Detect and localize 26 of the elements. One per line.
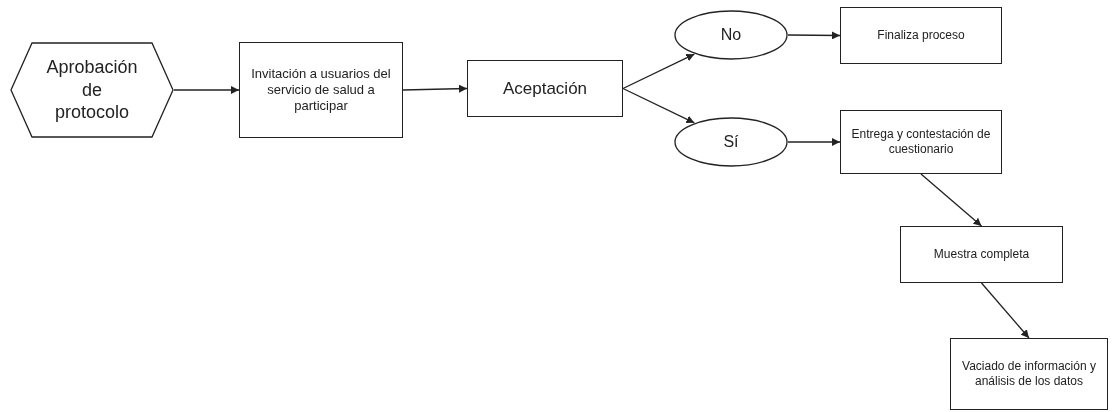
decision-ellipse (674, 117, 788, 167)
arrow (787, 31, 841, 40)
arrow (173, 86, 240, 94)
node-label: Sí (723, 132, 739, 152)
node-label: Entrega y contestación de cuestionario (850, 127, 992, 157)
node-label: Vaciado de información y análisis de los datos (961, 359, 1097, 389)
node-label: Finaliza proceso (877, 28, 965, 43)
start-hexagon (10, 42, 174, 138)
arrow (402, 84, 468, 93)
process-box (239, 42, 403, 138)
arrow (980, 282, 1030, 339)
process-box (900, 226, 1063, 283)
node-label: Invitación a usuarios del servicio de salud a participar (250, 65, 392, 115)
node-label: Aprobación de protocolo (45, 56, 139, 124)
arrow (622, 87, 695, 124)
process-box (950, 338, 1108, 410)
arrow (622, 53, 695, 90)
process-box (467, 60, 623, 117)
process-box (840, 110, 1002, 174)
node-label: Muestra completa (933, 247, 1030, 262)
process-box (840, 7, 1002, 64)
arrow (920, 173, 983, 227)
arrow (787, 138, 841, 146)
node-label: No (720, 25, 742, 45)
node-label: Aceptación (502, 77, 588, 100)
decision-ellipse (674, 10, 788, 60)
